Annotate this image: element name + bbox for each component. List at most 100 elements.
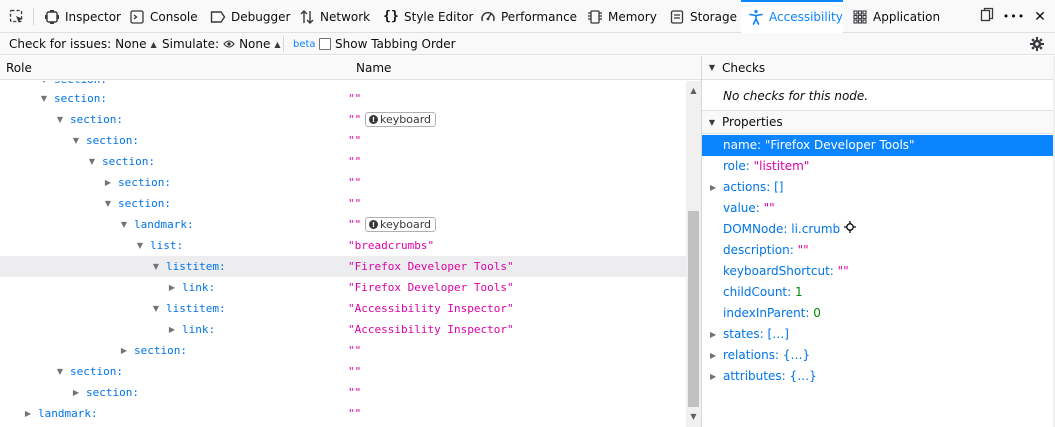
expanded-arrow-icon[interactable]: ▼	[86, 151, 98, 172]
tabbing-order-checkbox[interactable]	[319, 38, 331, 50]
properties-section-header[interactable]: ▼ Properties	[702, 110, 1055, 134]
tree-row[interactable]: ▶ section: ""	[0, 172, 686, 193]
tree-row[interactable]: ▶ section: ""	[0, 340, 686, 361]
tree-row[interactable]: ▼ section: "" !keyboard	[0, 109, 686, 130]
tab-memory[interactable]: Memory	[587, 0, 657, 33]
row-role: section:	[102, 151, 155, 172]
collapsed-arrow-icon[interactable]: ▶	[102, 172, 114, 193]
expanded-arrow-icon[interactable]: ▼	[102, 193, 114, 214]
tree-row[interactable]: ▶ link: "Firefox Developer Tools"	[0, 277, 686, 298]
property-domnode[interactable]: DOMNode: li.crumb	[702, 219, 1053, 240]
row-name: ""	[348, 130, 361, 151]
scroll-up-arrow-icon[interactable]: ▲	[686, 83, 701, 98]
expanded-arrow-icon[interactable]: ▼	[38, 88, 50, 109]
row-role: section:	[118, 172, 171, 193]
property-value: ""	[838, 264, 849, 278]
tree-row[interactable]: ▼ listitem: "Accessibility Inspector"	[0, 298, 686, 319]
collapsed-arrow-icon[interactable]: ▶	[710, 177, 716, 198]
check-for-issues-dropdown[interactable]: Check for issues: None ▲	[9, 33, 157, 55]
check-label: Check for issues:	[9, 37, 111, 51]
close-icon: ✕	[1034, 9, 1046, 25]
property-role[interactable]: role: "listitem"	[702, 156, 1053, 177]
expanded-arrow-icon[interactable]: ▼	[150, 298, 162, 319]
property-child-count[interactable]: childCount: 1	[702, 282, 1053, 303]
close-devtools-button[interactable]: ✕	[1029, 0, 1051, 33]
select-node-icon[interactable]	[844, 219, 856, 240]
tab-console[interactable]: Console	[129, 0, 198, 33]
row-name: "Firefox Developer Tools"	[348, 277, 514, 298]
tab-application[interactable]: Application	[852, 0, 940, 33]
ellipsis-icon: •••	[1003, 10, 1025, 23]
tree-row[interactable]: ▶ landmark: ""	[0, 403, 686, 424]
expanded-arrow-icon[interactable]: ▼	[54, 361, 66, 382]
tree-row[interactable]: ▼ list: "breadcrumbs"	[0, 235, 686, 256]
tab-label: Accessibility	[769, 10, 843, 24]
collapsed-arrow-icon[interactable]: ▶	[22, 403, 34, 424]
element-picker-button[interactable]	[9, 0, 25, 33]
row-role: section:	[54, 88, 107, 109]
checks-section-header[interactable]: ▼ Checks	[702, 56, 1055, 80]
tree-row[interactable]: ▶ link: "Accessibility Inspector"	[0, 319, 686, 340]
tree-row[interactable]: ▼ section: ""	[0, 88, 686, 109]
expanded-arrow-icon[interactable]: ▼	[70, 130, 82, 151]
settings-button[interactable]	[1030, 33, 1044, 55]
collapsed-arrow-icon[interactable]: ▶	[710, 345, 716, 366]
property-key: role:	[723, 159, 750, 173]
row-role: landmark:	[134, 214, 194, 235]
expanded-arrow-icon[interactable]: ▼	[134, 235, 146, 256]
tree-row[interactable]: ▼ landmark: "" !keyboard	[0, 214, 686, 235]
tree-row[interactable]: ▶ section: ""	[0, 382, 686, 403]
role-column-header[interactable]: Role	[6, 56, 32, 80]
dock-options-button[interactable]	[976, 0, 998, 33]
property-key: keyboardShortcut:	[723, 264, 834, 278]
expanded-arrow-icon[interactable]: ▼	[54, 109, 66, 130]
keyboard-badge[interactable]: !keyboard	[365, 112, 436, 127]
tab-network[interactable]: Network	[299, 0, 370, 33]
property-relations[interactable]: ▶ relations: {…}	[702, 345, 1053, 366]
property-key: indexInParent:	[723, 306, 809, 320]
more-options-button[interactable]: •••	[1003, 0, 1025, 33]
row-name: ""	[348, 151, 361, 172]
property-key: childCount:	[723, 285, 791, 299]
collapsed-arrow-icon[interactable]: ▶	[710, 324, 716, 345]
property-key: value:	[723, 201, 760, 215]
keyboard-badge[interactable]: !keyboard	[365, 217, 436, 232]
collapsed-arrow-icon[interactable]: ▶	[166, 277, 178, 298]
tab-accessibility[interactable]: Accessibility	[741, 0, 843, 33]
expanded-arrow-icon[interactable]: ▼	[118, 214, 130, 235]
tab-label: Console	[150, 10, 198, 24]
tree-row[interactable]: ▼ section: ""	[0, 361, 686, 382]
simulate-dropdown[interactable]: Simulate: None ▲	[162, 33, 281, 55]
property-keyboard-shortcut[interactable]: keyboardShortcut: ""	[702, 261, 1053, 282]
tree-row[interactable]: ▼ section: ""	[0, 130, 686, 151]
expanded-arrow-icon[interactable]: ▼	[150, 256, 162, 277]
property-actions[interactable]: ▶ actions: []	[702, 177, 1053, 198]
accessibility-icon	[748, 9, 764, 25]
name-column-header[interactable]: Name	[356, 56, 391, 80]
collapsed-arrow-icon[interactable]: ▶	[70, 382, 82, 403]
tree-scrollbar[interactable]: ▲ ▼	[686, 81, 701, 427]
property-value[interactable]: value: ""	[702, 198, 1053, 219]
scroll-down-arrow-icon[interactable]: ▼	[686, 409, 701, 424]
tab-debugger[interactable]: Debugger	[210, 0, 290, 33]
collapsed-arrow-icon[interactable]: ▶	[166, 319, 178, 340]
tab-style-editor[interactable]: {} Style Editor	[383, 0, 473, 33]
collapsed-arrow-icon[interactable]: ▶	[118, 340, 130, 361]
property-attributes[interactable]: ▶ attributes: {…}	[702, 366, 1053, 387]
dock-icon	[979, 7, 995, 26]
show-tabbing-order-toggle[interactable]: Show Tabbing Order	[319, 33, 456, 55]
property-index-in-parent[interactable]: indexInParent: 0	[702, 303, 1053, 324]
tab-performance[interactable]: Performance	[480, 0, 577, 33]
property-value[interactable]: li.crumb	[791, 222, 840, 236]
tree-row[interactable]: ▼ section: ""	[0, 193, 686, 214]
property-states[interactable]: ▶ states: […]	[702, 324, 1053, 345]
property-name[interactable]: name: "Firefox Developer Tools"	[702, 135, 1053, 156]
collapsed-arrow-icon[interactable]: ▶	[710, 366, 716, 387]
property-description[interactable]: description: ""	[702, 240, 1053, 261]
row-name: ""	[348, 340, 361, 361]
tab-inspector[interactable]: Inspector	[44, 0, 121, 33]
scrollbar-thumb[interactable]	[688, 211, 699, 407]
tree-row-selected[interactable]: ▼ listitem: "Firefox Developer Tools"	[0, 256, 686, 277]
tab-storage[interactable]: Storage	[669, 0, 737, 33]
tree-row[interactable]: ▼ section: ""	[0, 151, 686, 172]
